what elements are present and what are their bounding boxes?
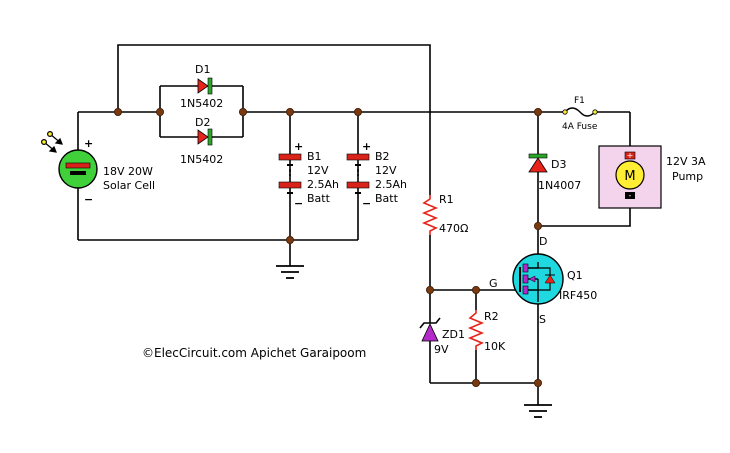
solar-cell: + − 18V 20W Solar Cell — [40, 131, 155, 206]
b1-minus-sign: − — [294, 197, 303, 210]
diode-d1: D1 1N5402 — [180, 63, 223, 110]
junction-dot — [534, 378, 543, 387]
ground-icon — [276, 265, 304, 279]
zd1-value: 9V — [434, 343, 449, 356]
solar-plus-sign: + — [84, 137, 93, 150]
resistor-icon — [421, 195, 439, 235]
pump: + M - 12V 3A Pump — [598, 145, 706, 209]
resistor-r1: R1 470Ω — [421, 193, 468, 235]
pump-label: Pump — [672, 170, 703, 183]
resistor-icon — [467, 310, 485, 350]
diode-icon — [197, 129, 209, 145]
d3-part: 1N4007 — [538, 179, 581, 192]
b2-capacity: 2.5Ah — [375, 178, 407, 191]
fuse-f1: F1 4A Fuse — [562, 96, 598, 132]
motor-icon — [615, 160, 645, 190]
zener-icon — [421, 323, 439, 342]
resistor-r2: R2 10K — [467, 310, 506, 353]
solar-cell-icon — [58, 149, 98, 189]
q1-name: Q1 — [567, 269, 583, 282]
fuse-name: F1 — [574, 96, 585, 106]
solar-spec: 18V 20W — [103, 165, 153, 178]
credit-text: ©ElecCircuit.com Apichet Garaipoom — [142, 346, 366, 360]
solar-label: Solar Cell — [103, 179, 155, 192]
diode-d3: D3 1N4007 — [528, 153, 581, 192]
drain-label: D — [539, 235, 547, 248]
pump-minus-sign: - — [629, 191, 632, 200]
r2-value: 10K — [484, 340, 506, 353]
solar-minus-sign: − — [84, 193, 93, 206]
fuse-rating: 4A Fuse — [562, 122, 598, 132]
b2-plus-sign: + — [362, 140, 371, 153]
fuse-icon — [564, 107, 596, 117]
diode-icon — [197, 78, 209, 94]
b1-kind: Batt — [307, 192, 331, 205]
b2-minus-sign: − — [362, 197, 371, 210]
source-label: S — [539, 313, 546, 326]
junction-dot — [285, 235, 294, 244]
b1-plus-sign: + — [294, 140, 303, 153]
junction-dot — [285, 108, 294, 117]
d3-name: D3 — [551, 158, 566, 171]
battery-icon — [278, 153, 302, 161]
zener-zd1: ZD1 9V — [419, 317, 465, 356]
junction-dot — [114, 108, 123, 117]
r2-name: R2 — [484, 310, 499, 323]
mosfet-q1: G D S Q1 IRF450 — [489, 235, 597, 326]
r1-name: R1 — [439, 193, 454, 206]
junction-dot — [471, 378, 480, 387]
junctions — [114, 108, 543, 387]
junction-dot — [238, 108, 247, 117]
b2-name: B2 — [375, 150, 390, 163]
junction-dot — [534, 108, 543, 117]
junction-dot — [353, 108, 362, 117]
battery-b1: + − B1 12V 2.5Ah Batt — [278, 140, 339, 210]
battery-icon — [346, 153, 370, 161]
pump-spec: 12V 3A — [666, 155, 706, 168]
b1-voltage: 12V — [307, 164, 329, 177]
diode-d2: D2 1N5402 — [180, 116, 223, 166]
ground-icon — [524, 404, 552, 418]
battery-b2: + − B2 12V 2.5Ah Batt — [346, 140, 407, 210]
light-icon — [40, 131, 63, 153]
b2-voltage: 12V — [375, 164, 397, 177]
junction-dot — [155, 108, 164, 117]
pump-plus-sign: + — [627, 151, 634, 160]
d1-name: D1 — [195, 63, 210, 76]
d1-part: 1N5402 — [180, 97, 223, 110]
diode-icon — [528, 157, 548, 173]
wires — [77, 44, 631, 405]
d2-part: 1N5402 — [180, 153, 223, 166]
junction-dot — [534, 221, 543, 230]
b1-capacity: 2.5Ah — [307, 178, 339, 191]
gate-label: G — [489, 277, 498, 290]
d2-name: D2 — [195, 116, 210, 129]
b1-name: B1 — [307, 150, 322, 163]
r1-value: 470Ω — [439, 222, 468, 235]
zd1-name: ZD1 — [442, 328, 465, 341]
motor-letter: M — [624, 169, 635, 184]
junction-dot — [471, 285, 480, 294]
junction-dot — [425, 285, 434, 294]
q1-part: IRF450 — [559, 289, 597, 302]
b2-kind: Batt — [375, 192, 399, 205]
